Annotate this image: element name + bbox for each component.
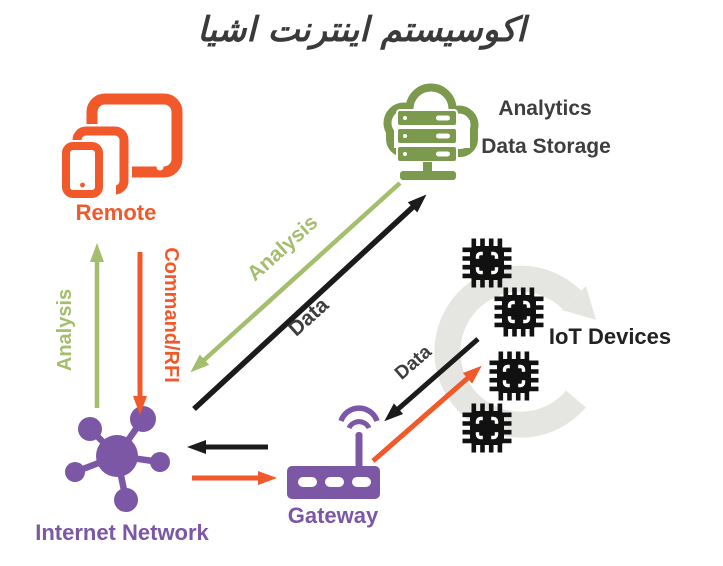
gateway-icon <box>287 405 380 499</box>
gateway-label: Gateway <box>288 503 379 528</box>
cycle-arrow-icon <box>434 265 596 438</box>
remote-devices-icon <box>60 93 183 200</box>
internet-network-icon <box>65 406 170 512</box>
analysis-up-label: Analysis <box>54 289 76 371</box>
internet-network-label: Internet Network <box>35 520 209 545</box>
data-storage-label: Data Storage <box>481 135 611 158</box>
analysis-diagonal-arrow <box>190 181 402 373</box>
data-gateway-label: Data <box>391 341 436 384</box>
data-diagonal-label: Data <box>284 293 333 341</box>
analysis-diagonal-label: Analysis <box>243 211 323 286</box>
analytics-label: Analytics <box>498 97 591 120</box>
data-storage-icon <box>383 83 479 180</box>
iot-devices-label: IoT Devices <box>549 324 671 349</box>
iot-to-gateway-arrow <box>384 337 480 422</box>
remote-label: Remote <box>76 200 157 225</box>
page-title: اکوسیستم اینترنت اشیا <box>197 10 526 50</box>
iot-chip-icon <box>467 408 507 448</box>
command-label: Command/RFI <box>160 247 182 383</box>
iot-chip-icon <box>467 243 507 283</box>
gateway-to-iot-arrow <box>371 365 482 463</box>
iot-chip-icon <box>499 292 539 332</box>
data-diagonal-arrow <box>192 194 427 412</box>
iot-chip-icon <box>494 356 534 396</box>
